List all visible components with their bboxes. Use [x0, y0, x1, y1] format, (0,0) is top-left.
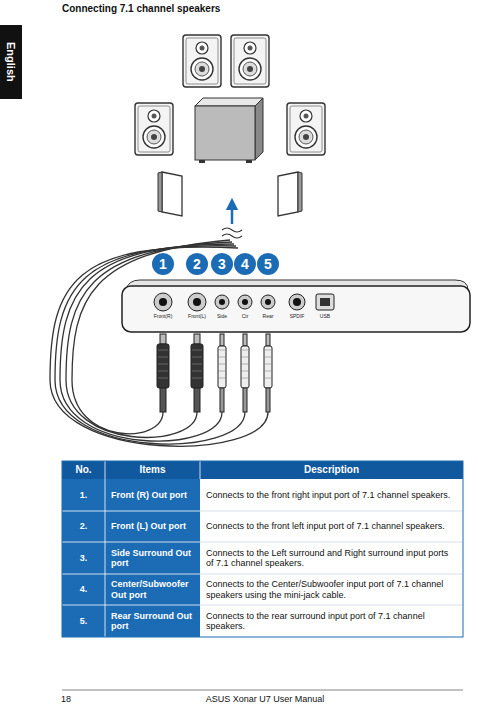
node-text: English — [5, 42, 17, 82]
port-label: Front(R) — [147, 313, 179, 321]
table-cell: 2. — [62, 511, 105, 542]
port-label: USB — [309, 313, 341, 321]
side-speaker — [287, 103, 325, 155]
side-speaker — [135, 103, 173, 155]
page-number: 18 — [60, 692, 90, 706]
port-label: Rear — [252, 313, 284, 321]
plugs — [157, 334, 272, 412]
audio-device — [122, 280, 470, 332]
table-cell: Rear Surround Out port — [105, 605, 200, 637]
direction-arrow — [231, 204, 234, 224]
port-label: SPDIF — [281, 313, 313, 321]
table-header: Description — [200, 461, 463, 479]
table-header: No. — [62, 461, 105, 479]
footer-rule — [62, 690, 463, 691]
cable-bundle — [50, 240, 268, 446]
front-speaker — [183, 35, 221, 87]
port-label: Side — [206, 313, 238, 321]
table-cell: Connects to the rear surround input port… — [200, 605, 463, 637]
language-tab: English — [0, 25, 22, 99]
table-cell: Front (R) Out port — [105, 479, 200, 511]
callout-number: 2 — [186, 253, 208, 275]
table — [62, 461, 463, 637]
footer-text: ASUS Xonar U7 User Manual — [170, 692, 360, 706]
callout-number: 3 — [211, 253, 233, 275]
node-text: 5 — [264, 256, 272, 272]
node-text: 3 — [218, 256, 226, 272]
table-cell: Front (L) Out port — [105, 511, 200, 542]
cable-break — [222, 228, 242, 238]
node-text: 4 — [241, 256, 249, 272]
table-cell: Center/Subwoofer Out port — [105, 574, 200, 605]
callout-number: 5 — [257, 253, 279, 275]
page-title: Connecting 7.1 channel speakers — [62, 3, 220, 15]
port-label: Front(L) — [181, 313, 213, 321]
table-header: Items — [105, 461, 200, 479]
table-cell: Connects to the front right input port o… — [200, 479, 463, 511]
subwoofer — [195, 98, 263, 163]
callout-number: 4 — [234, 253, 256, 275]
node-text: 2 — [193, 256, 201, 272]
table-cell: Side Surround Out port — [105, 542, 200, 574]
table-cell: 4. — [62, 574, 105, 605]
table-cell: Connects to the front left input port of… — [200, 511, 463, 542]
callout-number: 1 — [152, 253, 174, 275]
table-cell: 3. — [62, 542, 105, 574]
table-cell: Connects to the Left surround and Right … — [200, 542, 463, 574]
rear-speaker — [158, 172, 302, 216]
table-cell: 5. — [62, 605, 105, 637]
front-speaker — [231, 35, 269, 87]
port-label: Ctr — [229, 313, 261, 321]
node-text: 1 — [159, 256, 167, 272]
table-cell: 1. — [62, 479, 105, 511]
table-cell: Connects to the Center/Subwoofer input p… — [200, 574, 463, 605]
